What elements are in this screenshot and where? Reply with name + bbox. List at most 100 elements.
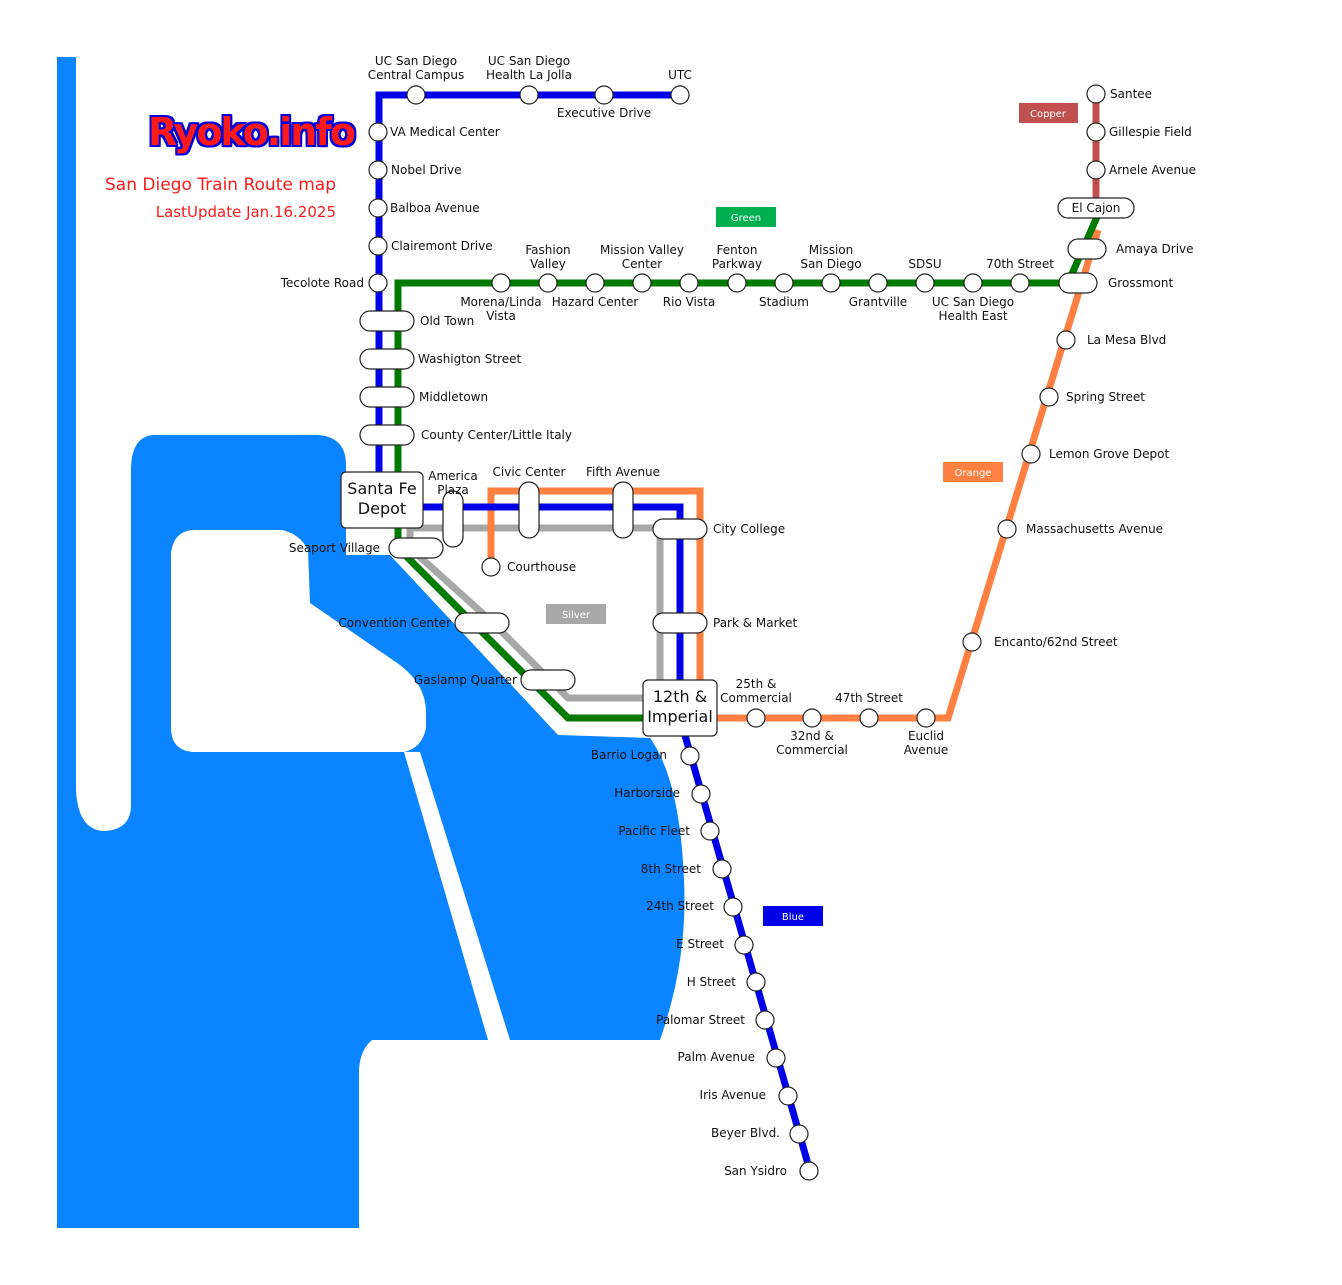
station-marker[interactable]: [915, 273, 935, 293]
station-spring-street[interactable]: Spring Street: [1039, 387, 1145, 407]
station-city-college[interactable]: City College: [652, 518, 785, 540]
station-seventieth-street[interactable]: 70th Street: [986, 257, 1054, 293]
station-marker[interactable]: [679, 273, 699, 293]
station-tecolote-road[interactable]: Tecolote Road: [280, 273, 388, 293]
station-marker[interactable]: [734, 935, 754, 955]
station-marker[interactable]: [1056, 330, 1076, 350]
station-santee[interactable]: Santee: [1086, 84, 1152, 104]
station-marker[interactable]: [368, 198, 388, 218]
station-marker[interactable]: [680, 746, 700, 766]
station-h-street[interactable]: H Street: [687, 972, 766, 992]
station-marker[interactable]: [962, 632, 982, 652]
station-marker[interactable]: [670, 85, 690, 105]
station-fifth-avenue[interactable]: Fifth Avenue: [586, 465, 660, 539]
station-marker[interactable]: [454, 612, 510, 634]
station-old-town[interactable]: Old Town: [359, 310, 474, 332]
station-marker[interactable]: [859, 708, 879, 728]
station-marker[interactable]: [520, 669, 576, 691]
station-marker[interactable]: [1058, 272, 1098, 294]
station-encanto[interactable]: Encanto/62nd Street: [962, 632, 1118, 652]
station-marker[interactable]: [868, 273, 888, 293]
station-marker[interactable]: [700, 821, 720, 841]
station-balboa-avenue[interactable]: Balboa Avenue: [368, 198, 480, 218]
station-gaslamp-quarter[interactable]: Gaslamp Quarter: [414, 669, 576, 691]
station-marker[interactable]: [712, 859, 732, 879]
station-marker[interactable]: [652, 612, 708, 634]
station-nobel-drive[interactable]: Nobel Drive: [368, 160, 461, 180]
station-marker[interactable]: [368, 273, 388, 293]
station-clairemont-drive[interactable]: Clairemont Drive: [368, 236, 493, 256]
station-la-mesa-blvd[interactable]: La Mesa Blvd: [1056, 330, 1166, 350]
station-convention-center[interactable]: Convention Center: [338, 612, 510, 634]
station-marker[interactable]: [691, 784, 711, 804]
station-marker[interactable]: [340, 471, 424, 529]
station-harborside[interactable]: Harborside: [614, 784, 711, 804]
station-marker[interactable]: [359, 386, 415, 408]
station-marker[interactable]: [1067, 238, 1107, 260]
station-marker[interactable]: [799, 1161, 819, 1181]
station-lemon-grove-depot[interactable]: Lemon Grove Depot: [1021, 444, 1170, 464]
station-marker[interactable]: [997, 519, 1017, 539]
station-iris-avenue[interactable]: Iris Avenue: [700, 1086, 798, 1106]
station-park-market[interactable]: Park & Market: [652, 612, 797, 634]
station-amaya-drive[interactable]: Amaya Drive: [1067, 238, 1194, 260]
station-twenty-fifth-commercial[interactable]: 25th &Commercial: [720, 677, 792, 728]
station-marker[interactable]: [359, 310, 415, 332]
station-marker[interactable]: [1086, 84, 1106, 104]
station-barrio-logan[interactable]: Barrio Logan: [591, 746, 700, 766]
station-san-ysidro[interactable]: San Ysidro: [724, 1161, 819, 1181]
station-marker[interactable]: [1086, 160, 1106, 180]
station-marker[interactable]: [388, 537, 444, 559]
station-va-medical[interactable]: VA Medical Center: [368, 122, 500, 142]
station-e-street[interactable]: E Street: [676, 935, 754, 955]
station-marker[interactable]: [359, 424, 415, 446]
station-marker[interactable]: [766, 1048, 786, 1068]
station-marker[interactable]: [789, 1124, 809, 1144]
station-marker[interactable]: [491, 273, 511, 293]
station-eighth-street[interactable]: 8th Street: [641, 859, 732, 879]
station-marker[interactable]: [802, 708, 822, 728]
station-county-center[interactable]: County Center/Little Italy: [359, 424, 572, 446]
station-marker[interactable]: [368, 122, 388, 142]
station-marker[interactable]: [632, 273, 652, 293]
station-stadium[interactable]: Stadium: [759, 273, 809, 309]
station-marker[interactable]: [406, 85, 426, 105]
station-executive-drive[interactable]: Executive Drive: [557, 85, 651, 120]
station-marker[interactable]: [963, 273, 983, 293]
station-marker[interactable]: [916, 708, 936, 728]
station-marker[interactable]: [594, 85, 614, 105]
station-el-cajon[interactable]: El Cajon: [1057, 197, 1135, 219]
station-forty-seventh-street[interactable]: 47th Street: [835, 691, 903, 728]
station-marker[interactable]: [778, 1086, 798, 1106]
station-marker[interactable]: [774, 273, 794, 293]
station-beyer-blvd[interactable]: Beyer Blvd.: [711, 1124, 809, 1144]
station-marker[interactable]: [1021, 444, 1041, 464]
station-marker[interactable]: [481, 557, 501, 577]
station-marker[interactable]: [519, 85, 539, 105]
station-middletown[interactable]: Middletown: [359, 386, 488, 408]
station-seaport-village[interactable]: Seaport Village: [289, 537, 444, 559]
station-marker[interactable]: [585, 273, 605, 293]
station-marker[interactable]: [727, 273, 747, 293]
station-rio-vista[interactable]: Rio Vista: [663, 273, 715, 309]
station-marker[interactable]: [1039, 387, 1059, 407]
station-gillespie-field[interactable]: Gillespie Field: [1086, 122, 1192, 142]
station-marker[interactable]: [1010, 273, 1030, 293]
station-thirty-second-commercial[interactable]: 32nd &Commercial: [776, 708, 848, 757]
station-marker[interactable]: [368, 236, 388, 256]
station-marker[interactable]: [1057, 197, 1135, 219]
station-marker[interactable]: [746, 972, 766, 992]
station-marker[interactable]: [442, 490, 464, 548]
station-sdsu[interactable]: SDSU: [908, 257, 942, 293]
